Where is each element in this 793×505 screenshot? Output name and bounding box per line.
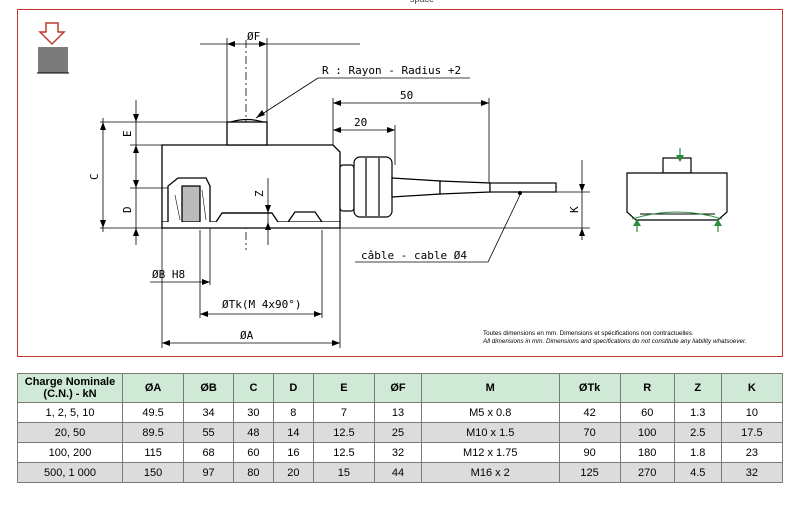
table-cell: 90: [558, 442, 621, 463]
table-cell: 8: [272, 402, 314, 423]
table-cell: M10 x 1.5: [420, 422, 560, 443]
table-cell: 60: [232, 442, 274, 463]
table-cell: 20, 50: [17, 422, 123, 443]
cable-gland: [339, 156, 557, 218]
column-header: D: [272, 373, 314, 403]
column-header: Z: [673, 373, 722, 403]
dim-d-label: D: [121, 206, 134, 213]
table-cell: 42: [558, 402, 621, 423]
table-cell: 30: [232, 402, 274, 423]
dim-50-label: 50: [400, 89, 413, 102]
technical-drawing: ØF R : Rayon - Radius +2 50 20 E C D Z K…: [37, 22, 728, 348]
table-cell: 1, 2, 5, 10: [17, 402, 123, 423]
table-cell: 23: [720, 442, 784, 463]
table-cell: 16: [272, 442, 314, 463]
table-cell: 68: [183, 442, 234, 463]
column-header: ØB: [183, 373, 234, 403]
table-cell: 55: [183, 422, 234, 443]
table-cell: M5 x 0.8: [420, 402, 560, 423]
cable-label: câble - cable Ø4: [361, 249, 467, 262]
dim-e-label: E: [121, 130, 134, 137]
dim-a-label: ØA: [240, 329, 254, 342]
dim-20-label: 20: [354, 116, 367, 129]
table-cell: 70: [558, 422, 621, 443]
table-cell: 15: [312, 462, 376, 483]
dim-k-label: K: [568, 206, 581, 213]
table-cell: 125: [558, 462, 621, 483]
column-header: K: [720, 373, 784, 403]
table-cell: 10: [720, 402, 784, 423]
dimensions-table: Charge Nominale (C.N.) - kN ØA ØB C D E …: [17, 373, 784, 483]
table-cell: 25: [374, 422, 422, 443]
capacity-header-line1: Charge Nominale: [24, 376, 116, 388]
note-fr: Toutes dimensions en mm. Dimensions et s…: [483, 330, 694, 337]
column-header: ØF: [374, 373, 422, 403]
column-header: ØTk: [558, 373, 621, 403]
table-row: 1, 2, 5, 10 49.5 34 30 8 7 13 M5 x 0.8 4…: [17, 402, 784, 423]
table-cell: 89.5: [121, 422, 185, 443]
table-cell: M12 x 1.75: [420, 442, 560, 463]
table-cell: 7: [312, 402, 376, 423]
table-cell: 180: [619, 442, 675, 463]
table-cell: 32: [374, 442, 422, 463]
column-header: E: [312, 373, 376, 403]
table-header-row: Charge Nominale (C.N.) - kN ØA ØB C D E …: [17, 373, 784, 403]
table-cell: 12.5: [312, 422, 376, 443]
top-cut-text: space: [410, 0, 434, 4]
table-cell: 13: [374, 402, 422, 423]
table-cell: 34: [183, 402, 234, 423]
dim-tk-label: ØTk(M 4x90°): [222, 298, 301, 311]
table-row: 100, 200 115 68 60 16 12.5 32 M12 x 1.75…: [17, 442, 784, 463]
table-cell: 80: [232, 462, 274, 483]
column-header: R: [619, 373, 675, 403]
table-cell: 20: [272, 462, 314, 483]
table-cell: 12.5: [312, 442, 376, 463]
capacity-header-line2: (C.N.) - kN: [43, 388, 97, 400]
table-cell: 17.5: [720, 422, 784, 443]
dim-b-label: ØB H8: [152, 268, 185, 281]
column-header-capacity: Charge Nominale (C.N.) - kN: [17, 373, 123, 403]
table-cell: 1.8: [673, 442, 722, 463]
table-cell: 100: [619, 422, 675, 443]
table-cell: 60: [619, 402, 675, 423]
disclaimer-note: Toutes dimensions en mm. Dimensions et s…: [483, 330, 747, 346]
table-cell: 500, 1 000: [17, 462, 123, 483]
table-cell: 150: [121, 462, 185, 483]
table-cell: 49.5: [121, 402, 185, 423]
table-cell: 14: [272, 422, 314, 443]
table-cell: 1.3: [673, 402, 722, 423]
dim-f-label: ØF: [247, 30, 260, 43]
dim-c-label: C: [88, 173, 101, 180]
table-cell: 97: [183, 462, 234, 483]
side-view: [626, 148, 728, 232]
table-cell: 2.5: [673, 422, 722, 443]
table-cell: 100, 200: [17, 442, 123, 463]
load-direction-icon: [37, 22, 69, 74]
table-cell: 115: [121, 442, 185, 463]
table-cell: 44: [374, 462, 422, 483]
note-en: All dimensions in mm. Dimensions and spe…: [483, 338, 747, 345]
dim-r-label: R : Rayon - Radius +2: [322, 64, 461, 77]
table-cell: M16 x 2: [420, 462, 560, 483]
dim-z-label: Z: [253, 190, 266, 197]
table-cell: 4.5: [673, 462, 722, 483]
table-cell: 48: [232, 422, 274, 443]
table-row: 500, 1 000 150 97 80 20 15 44 M16 x 2 12…: [17, 462, 784, 483]
column-header: M: [420, 373, 560, 403]
drawing-frame: [17, 9, 783, 357]
column-header: ØA: [121, 373, 185, 403]
table-cell: 270: [619, 462, 675, 483]
table-row: 20, 50 89.5 55 48 14 12.5 25 M10 x 1.5 7…: [17, 422, 784, 443]
table-cell: 32: [720, 462, 784, 483]
column-header: C: [232, 373, 274, 403]
load-cell-body: [161, 118, 341, 229]
